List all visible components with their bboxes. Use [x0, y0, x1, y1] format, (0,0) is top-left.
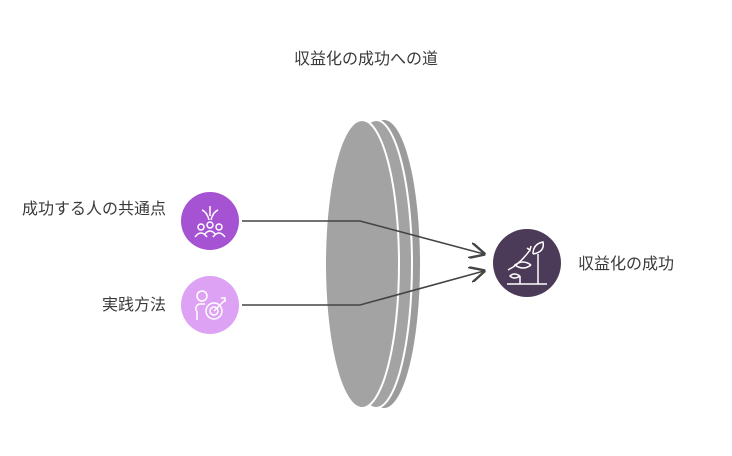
input-label-1: 成功する人の共通点 [21, 199, 166, 218]
celebrating-team-icon [181, 192, 239, 250]
diagram-title: 収益化の成功への道 [293, 49, 438, 68]
lens [324, 119, 420, 409]
growing-plant-icon [493, 229, 561, 297]
output-label: 収益化の成功 [578, 254, 675, 273]
input-label-2: 実践方法 [101, 295, 166, 314]
connector-1 [242, 220, 484, 254]
person-target-icon [181, 276, 239, 334]
connector-2 [242, 271, 484, 306]
